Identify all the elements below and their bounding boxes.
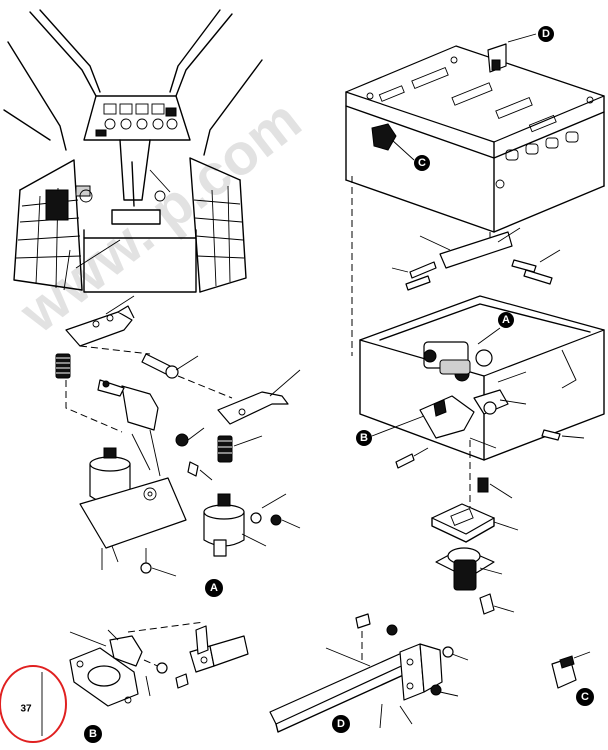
figure-number: 37 (20, 704, 32, 715)
callout-ref-d[interactable]: D (538, 26, 554, 42)
callout-ref-a[interactable]: A (498, 312, 514, 328)
spring-left (55, 353, 71, 379)
linkage-assembly-view-a (55, 295, 301, 577)
callout-view-c-label: C (581, 691, 589, 703)
chassis-mechanism (423, 327, 501, 382)
callout-ref-c[interactable]: C (414, 155, 430, 171)
callout-view-a-label: A (210, 582, 218, 594)
callout-view-d-label: D (337, 718, 345, 730)
callout-view-b-label: B (89, 728, 97, 740)
callout-ref-d-label: D (542, 28, 550, 40)
floor-grid-right (193, 185, 245, 287)
detail-view-c (551, 651, 591, 689)
console-assembly-view (345, 33, 605, 615)
instrument-panel (95, 103, 178, 137)
callout-ref-a-label: A (502, 314, 510, 326)
detail-view-d (269, 613, 469, 733)
top-panel-cutouts (366, 56, 594, 133)
callout-view-b[interactable]: B (84, 725, 102, 743)
cockpit-view (3, 9, 263, 293)
callout-view-c[interactable]: C (576, 688, 594, 706)
detail-view-b (69, 621, 249, 707)
spring-right (217, 435, 233, 463)
callout-view-d[interactable]: D (332, 715, 350, 733)
figure-number-marker: 37 (0, 665, 67, 743)
callout-ref-c-label: C (418, 157, 426, 169)
callout-ref-b-label: B (360, 432, 368, 444)
callout-ref-b[interactable]: B (356, 415, 425, 446)
callout-view-a[interactable]: A (205, 579, 223, 597)
front-face-holes (495, 131, 579, 189)
